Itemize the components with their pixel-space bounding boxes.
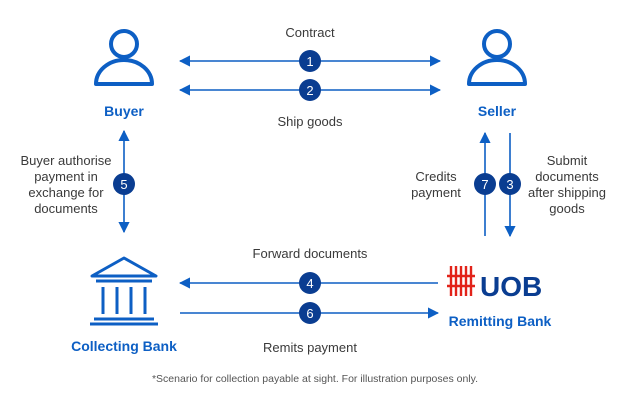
step-3-label: Submit documents after shipping goods — [528, 153, 606, 216]
step-2-label: Ship goods — [277, 114, 343, 129]
step-5-label-line: payment in — [34, 169, 98, 184]
step-3-number: 3 — [506, 177, 513, 192]
buyer-icon — [94, 29, 154, 86]
seller-icon — [467, 29, 527, 86]
step-3-label-line: Submit — [547, 153, 588, 168]
step-5-label-line: documents — [34, 201, 98, 216]
uob-logo-text: UOB — [480, 271, 542, 302]
footnote: *Scenario for collection payable at sigh… — [152, 373, 478, 385]
step-5-label: Buyer authorise payment in exchange for … — [20, 153, 111, 216]
bank-building-icon — [90, 256, 158, 326]
step-5-label-line: exchange for — [28, 185, 104, 200]
uob-logo-icon: UOB — [447, 266, 542, 302]
step-7-label: Credits payment — [411, 169, 461, 200]
step-7-label-line: Credits — [415, 169, 457, 184]
remitting-bank-label: Remitting Bank — [449, 313, 552, 329]
step-3-badge: 3 — [499, 173, 521, 195]
buyer-label: Buyer — [104, 103, 144, 119]
step-4-number: 4 — [306, 276, 313, 291]
step-7-badge: 7 — [474, 173, 496, 195]
step-3-label-line: documents — [535, 169, 599, 184]
step-6-number: 6 — [306, 306, 313, 321]
step-7-number: 7 — [481, 177, 488, 192]
step-4-label: Forward documents — [253, 246, 368, 261]
collecting-bank-label: Collecting Bank — [71, 338, 177, 354]
seller-label: Seller — [478, 103, 517, 119]
step-1-label: Contract — [285, 25, 335, 40]
step-7-label-line: payment — [411, 185, 461, 200]
step-3-label-line: after shipping — [528, 185, 606, 200]
step-5-number: 5 — [120, 177, 127, 192]
step-1-number: 1 — [306, 54, 313, 69]
step-1-badge: 1 — [299, 50, 321, 72]
step-2-badge: 2 — [299, 79, 321, 101]
step-6-badge: 6 — [299, 302, 321, 324]
step-2-number: 2 — [306, 83, 313, 98]
step-5-label-line: Buyer authorise — [20, 153, 111, 168]
step-5-badge: 5 — [113, 173, 135, 195]
step-6-label: Remits payment — [263, 340, 357, 355]
step-3-label-line: goods — [549, 201, 585, 216]
step-4-badge: 4 — [299, 272, 321, 294]
